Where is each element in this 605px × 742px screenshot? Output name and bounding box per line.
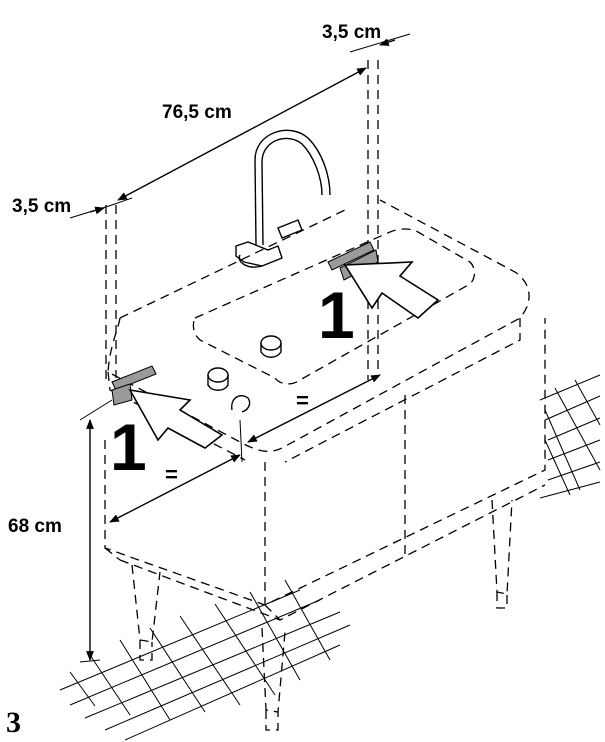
- callout-right: 1: [318, 278, 355, 352]
- tap-knobs: [207, 335, 282, 413]
- height-label: 68 cm: [8, 516, 62, 537]
- callout-left: 1: [110, 410, 147, 484]
- cabinet-body: [104, 318, 546, 621]
- dimension-guides: [69, 33, 411, 380]
- equal-mark-left: =: [165, 462, 178, 487]
- gap-top-label: 3,5 cm: [322, 22, 381, 43]
- pointer-arrow-icon: [128, 388, 224, 449]
- gap-left-label: 3,5 cm: [12, 196, 71, 217]
- cabinet-legs: [131, 499, 513, 731]
- mounting-bracket-icon: [111, 365, 157, 406]
- floor-tile-grid: [59, 579, 351, 741]
- width-label: 76,5 cm: [162, 102, 232, 123]
- faucet-icon: [235, 129, 331, 268]
- gap-top-dimension: 3,5 cm: [322, 22, 396, 46]
- height-dimension: 68 cm: [8, 399, 113, 663]
- pointer-arrow-icon-right: [343, 261, 440, 320]
- gap-left-dimension: 3,5 cm: [12, 196, 105, 217]
- figure-number: 3: [6, 706, 21, 739]
- front-span-dimension: = =: [109, 374, 381, 523]
- floor-tile-grid-right: [539, 374, 601, 499]
- equal-mark-right: =: [296, 388, 309, 413]
- width-dimension: 76,5 cm: [117, 67, 367, 201]
